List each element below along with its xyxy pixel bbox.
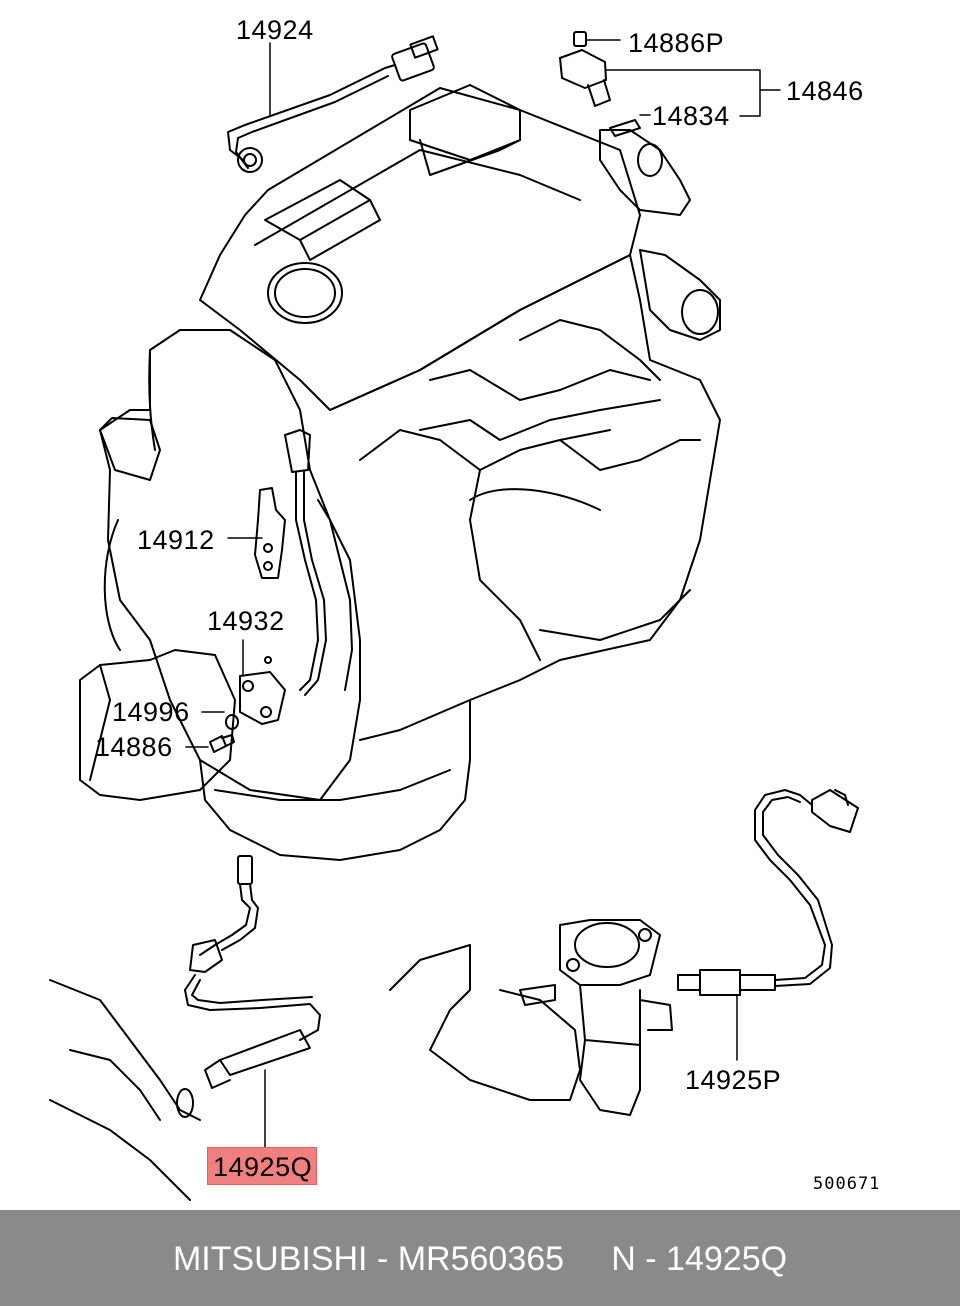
part-14932-crank-sensor	[239, 639, 286, 725]
label-14886P: 14886P	[628, 28, 725, 58]
part-14996-washer	[201, 711, 239, 730]
diagram-code: 500671	[813, 1174, 881, 1194]
engine-exploded-diagram	[49, 31, 859, 1201]
label-14924: 14924	[236, 15, 314, 45]
label-14834: 14834	[652, 101, 730, 131]
label-14925P: 14925P	[685, 1065, 782, 1095]
part-14924-sensor	[227, 35, 439, 173]
label-14846: 14846	[786, 76, 864, 106]
crank-sensor-harness	[284, 429, 353, 696]
footer-part-info: MITSUBISHI - MR560365 N - 14925Q	[172, 1240, 788, 1278]
part-14886-bolt	[185, 734, 235, 753]
part-14925P-oxygen-sensor	[389, 789, 859, 1116]
part-14846-sensor	[559, 31, 781, 137]
label-14912: 14912	[137, 525, 215, 555]
footer-bar: MITSUBISHI - MR560365 N - 14925Q	[0, 1210, 960, 1306]
engine-block	[79, 84, 721, 861]
label-14932: 14932	[207, 606, 285, 636]
label-14886: 14886	[95, 732, 173, 762]
label-14925Q-highlighted: 14925Q	[207, 1147, 318, 1185]
label-14996: 14996	[112, 697, 190, 727]
part-14912-bracket	[227, 487, 286, 579]
part-14925Q-oxygen-sensor	[49, 855, 321, 1201]
